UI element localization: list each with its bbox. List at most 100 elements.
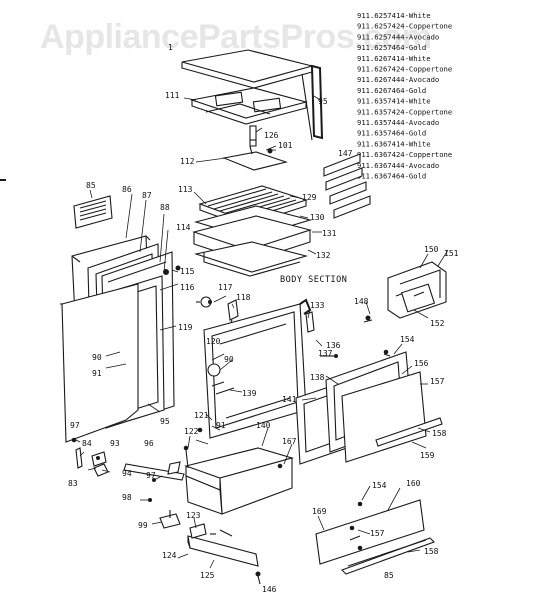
- part-label: 115: [180, 267, 195, 276]
- part-label: 96: [144, 439, 154, 448]
- part-label: 147: [338, 149, 353, 158]
- leader-lines: [75, 95, 449, 569]
- part-label: 169: [312, 507, 327, 516]
- part-label: 151: [444, 249, 459, 258]
- model-line: 911.6257414-White: [357, 11, 431, 20]
- part-label: 90: [92, 353, 102, 362]
- part-side-panel-97: [60, 283, 139, 443]
- part-label: 98: [122, 493, 132, 502]
- model-line: 911.6257444-Avocado: [357, 32, 439, 41]
- part-label: 120: [206, 337, 221, 346]
- model-line: 911.6257464-Gold: [357, 43, 426, 52]
- part-label: 1: [168, 43, 173, 52]
- part-label: 167: [282, 437, 297, 446]
- part-label: 138: [310, 373, 325, 382]
- part-label: 137: [318, 349, 333, 358]
- part-label: 118: [236, 293, 251, 302]
- part-label: 88: [160, 203, 170, 212]
- part-label: 123: [186, 511, 201, 520]
- part-label: 160: [406, 479, 421, 488]
- part-drip-tray: [189, 87, 309, 125]
- part-label: 87: [142, 191, 152, 200]
- part-label: 126: [264, 131, 279, 140]
- part-label: 141: [282, 395, 297, 404]
- model-line: 911.6267414-White: [357, 54, 431, 63]
- part-storage-drawer: [183, 445, 295, 515]
- part-label: 159: [420, 451, 435, 460]
- part-label: 133: [310, 301, 325, 310]
- part-label: 85: [384, 571, 394, 580]
- part-label: 114: [176, 223, 191, 232]
- part-label: 85: [86, 181, 96, 190]
- model-line: 911.6357414-White: [357, 97, 431, 106]
- part-label: 156: [414, 359, 429, 368]
- model-line: 911.6367424-Coppertone: [357, 150, 452, 159]
- part-label: 154: [372, 481, 387, 490]
- part-label: 157: [370, 529, 385, 538]
- part-label: 158: [432, 429, 447, 438]
- part-control-housing: [363, 261, 447, 323]
- part-label: 83: [68, 479, 78, 488]
- part-vent-grille: [73, 195, 113, 229]
- part-label: 117: [218, 283, 233, 292]
- part-label: 157: [430, 377, 445, 386]
- part-label: 101: [278, 141, 293, 150]
- part-trim-strip: [341, 537, 435, 575]
- part-label: 113: [178, 185, 193, 194]
- part-labels: 111 95 126 101 112 113 129 130 131 132 1…: [68, 43, 459, 594]
- part-toe-kick: [123, 461, 185, 502]
- model-line: 911.6357444-Avocado: [357, 118, 439, 127]
- model-line: 911.6257424-Coppertone: [357, 22, 452, 31]
- model-line: 911.6357464-Gold: [357, 129, 426, 138]
- part-label: 148: [354, 297, 369, 306]
- part-label: 90: [224, 355, 234, 364]
- part-label: 130: [310, 213, 325, 222]
- part-label: 152: [430, 319, 445, 328]
- model-line: 911.6267424-Coppertone: [357, 65, 452, 74]
- part-label: 124: [162, 551, 177, 560]
- part-label: 116: [180, 283, 195, 292]
- part-cooktop-frame: [181, 49, 324, 141]
- part-label: 121: [194, 411, 209, 420]
- part-label: 139: [242, 389, 257, 398]
- part-burner-box: [192, 205, 313, 277]
- part-label: 91: [216, 421, 226, 430]
- part-label: 125: [200, 571, 215, 580]
- model-line: 911.6367414-White: [357, 139, 431, 148]
- part-label: 154: [400, 335, 415, 344]
- part-small-hardware: [71, 437, 109, 477]
- part-label: 131: [322, 229, 337, 238]
- part-label: 93: [110, 439, 120, 448]
- part-drawer-front: [187, 523, 261, 585]
- part-label: 84: [82, 439, 92, 448]
- model-line: 911.6267444-Avocado: [357, 75, 439, 84]
- part-kick-panel: [315, 499, 425, 565]
- watermark-text: AppliancePartsPros.com: [40, 18, 431, 56]
- part-label: 136: [326, 341, 341, 350]
- section-label: BODY SECTION: [280, 275, 347, 285]
- model-line: 911.6367444-Avocado: [357, 161, 439, 170]
- part-label: 95: [318, 97, 328, 106]
- part-outer-door-159: [341, 371, 443, 463]
- part-label: 119: [178, 323, 193, 332]
- part-louver-vents: [323, 153, 371, 219]
- part-label: 99: [138, 521, 148, 530]
- part-label: 140: [256, 421, 271, 430]
- part-label: 132: [316, 251, 331, 260]
- part-label: 112: [180, 157, 195, 166]
- part-label: 111: [165, 91, 180, 100]
- part-label: 129: [302, 193, 317, 202]
- part-label: 91: [92, 369, 102, 378]
- part-label: 97: [146, 471, 156, 480]
- part-element-ring: [222, 145, 288, 171]
- part-label: 146: [262, 585, 277, 594]
- part-label: 122: [184, 427, 199, 436]
- part-label: 158: [424, 547, 439, 556]
- part-label: 150: [424, 245, 439, 254]
- part-label: 95: [160, 417, 170, 426]
- model-line: 911.6357424-Coppertone: [357, 107, 452, 116]
- part-label: 86: [122, 185, 132, 194]
- part-bracket-99: [159, 510, 181, 529]
- model-line: 911.6267464-Gold: [357, 86, 426, 95]
